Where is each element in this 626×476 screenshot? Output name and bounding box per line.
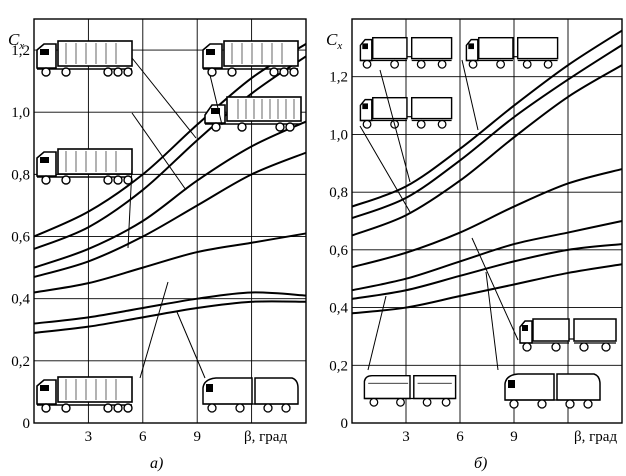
series-line	[351, 263, 623, 315]
y-tick-label: 1,0	[329, 127, 348, 143]
tractor-trailer-icon	[36, 148, 133, 185]
x-axis-label-a: β, град	[244, 429, 287, 445]
y-tick-label: 0,4	[329, 301, 348, 317]
series-line	[33, 232, 307, 294]
y-tick-label: 0,8	[11, 167, 30, 183]
y-tick-label: 0	[23, 416, 31, 432]
leader-lines-a	[127, 57, 223, 379]
plot-frame	[33, 18, 307, 424]
y-ticks-a: 0 0,2 0,4 0,6 0,8 1,0 1,2	[11, 43, 30, 432]
road-train-icon	[465, 36, 559, 69]
y-tick-label: 0,2	[329, 358, 348, 374]
series-line	[351, 168, 623, 269]
y-tick-label: 0,4	[11, 292, 30, 308]
bus-road-train-icon	[363, 374, 457, 407]
panel-label-a: а)	[150, 455, 163, 472]
y-tick-label: 1,2	[11, 43, 30, 59]
y-axis-label-b: Cx	[326, 30, 342, 52]
y-axis-label-a: Cx	[8, 30, 24, 52]
series-line	[33, 120, 307, 269]
series-line	[33, 55, 307, 250]
panel-label-b: б)	[474, 455, 487, 472]
x-tick-label: 9	[193, 429, 201, 445]
x-ticks-a: 3 6 9	[85, 429, 201, 445]
y-tick-label: 0,6	[329, 243, 348, 259]
y-tick-label: 0,6	[11, 230, 30, 246]
series-line	[33, 43, 307, 238]
series-line	[33, 300, 307, 334]
aero-road-train-icon	[202, 377, 299, 413]
series-line	[351, 220, 623, 292]
series-line	[351, 64, 623, 237]
series-line	[351, 44, 623, 220]
series-line	[351, 243, 623, 300]
aero-road-train-icon	[504, 373, 601, 409]
y-ticks-b: 0 0,2 0,4 0,6 0,8 1,0 1,2	[329, 70, 348, 432]
y-tick-label: 1,0	[11, 105, 30, 121]
x-axis-label-b: β, град	[574, 429, 617, 445]
leader-lines-b	[359, 59, 519, 371]
series-line	[33, 291, 307, 325]
x-tick-label: 3	[402, 429, 410, 445]
y-tick-label: 0	[341, 416, 349, 432]
y-tick-label: 0,2	[11, 354, 30, 370]
chart-panel-b: 0 0,2 0,4 0,6 0,8 1,0 1,2 3 6 9 Cx β, град б)	[326, 18, 623, 472]
series-line	[351, 29, 623, 208]
chart-panel-a: 0 0,2 0,4 0,6 0,8 1,0 1,2 3 6 9 Cx β, град а)	[8, 18, 307, 472]
series-line	[33, 151, 307, 278]
grid-b	[351, 18, 623, 424]
x-ticks-b: 3 6 9	[402, 429, 518, 445]
tractor-trailer-icon	[36, 376, 133, 413]
series-group-a	[33, 43, 307, 334]
x-tick-label: 6	[456, 429, 464, 445]
series-group-b	[351, 29, 623, 315]
x-tick-label: 9	[510, 429, 518, 445]
tractor-trailer-icon	[36, 40, 133, 77]
x-tick-label: 6	[139, 429, 147, 445]
y-tick-label: 0,8	[329, 185, 348, 201]
tractor-trailer-icon	[202, 40, 299, 77]
x-tick-label: 3	[85, 429, 93, 445]
y-tick-label: 1,2	[329, 70, 348, 86]
